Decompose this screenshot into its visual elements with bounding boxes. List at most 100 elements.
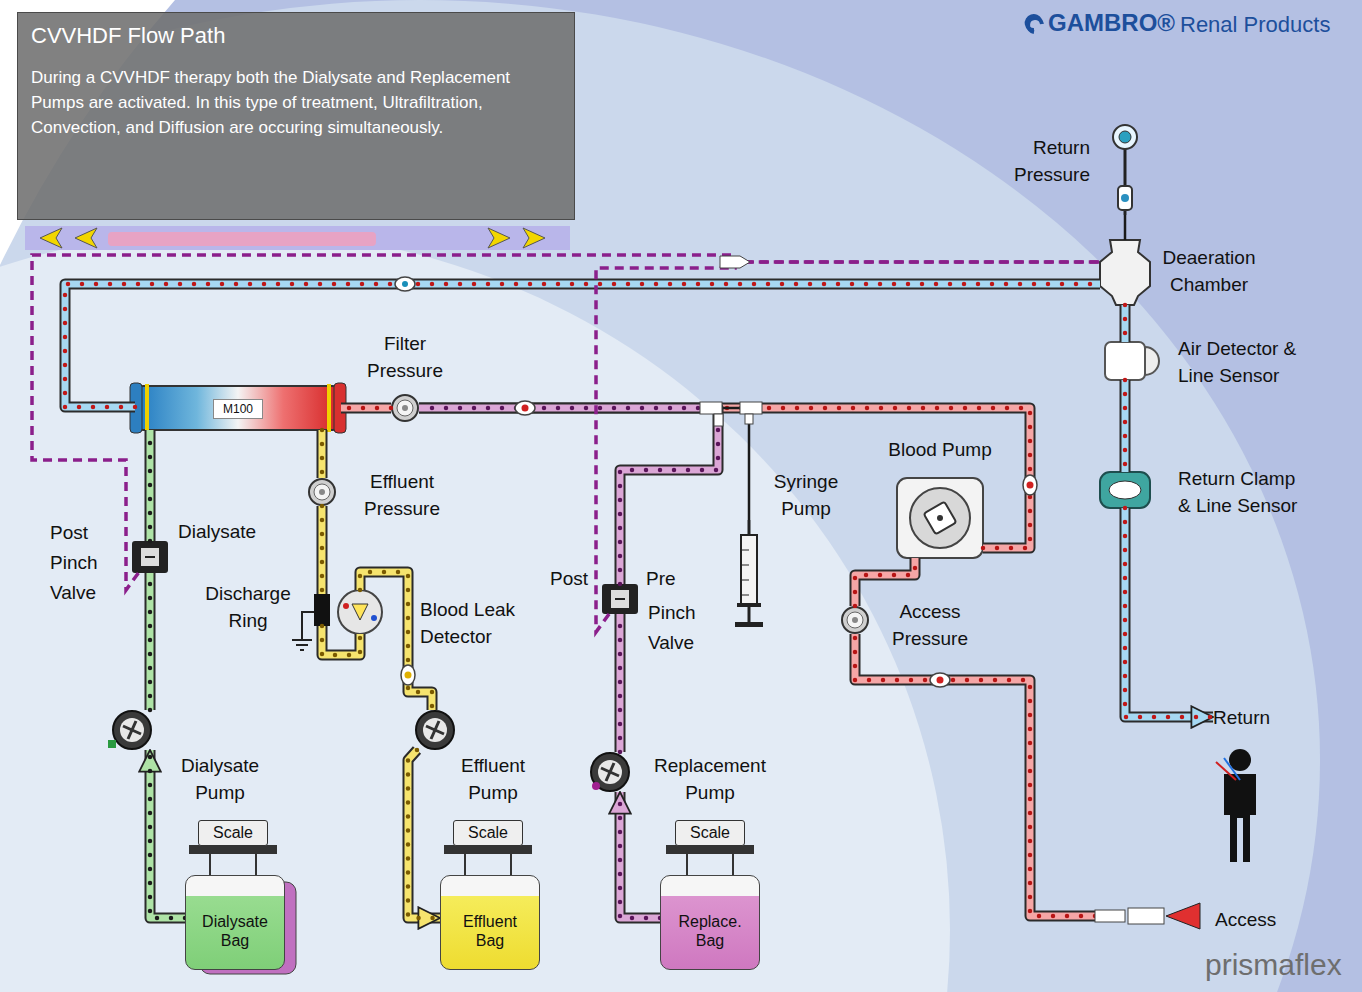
pressure-pod: Effluent Pressure <box>308 478 336 506</box>
node-text: Post Pinch Valve <box>50 518 120 608</box>
tubing <box>855 634 1095 916</box>
node-text: Return Pressure <box>990 134 1090 188</box>
tubing <box>341 408 391 409</box>
flow-dots <box>148 430 153 541</box>
filter-cartridge <box>327 384 331 432</box>
pinch-valve <box>141 548 159 566</box>
line-clamp <box>937 677 944 684</box>
pinch-valve <box>602 584 638 614</box>
scale-hanger <box>190 846 753 876</box>
nav-band <box>25 226 570 250</box>
luer-connector <box>720 256 750 268</box>
t-junction <box>700 402 762 426</box>
patient-figure <box>1229 749 1251 771</box>
syringe <box>735 520 763 627</box>
line-clamp <box>395 277 1037 687</box>
line-clamp <box>1027 482 1034 489</box>
tube-line <box>147 573 154 710</box>
flow-dots <box>419 408 718 584</box>
luer-connector <box>720 256 750 268</box>
pressure-pod <box>847 612 863 628</box>
node-text: Replacement Pump <box>645 752 775 806</box>
flow-dots <box>1123 305 1128 342</box>
patient-figure <box>1216 749 1256 862</box>
tube-line <box>147 430 154 541</box>
tube-line <box>855 634 1095 916</box>
tube-outline <box>1125 508 1213 717</box>
tube-line <box>419 408 718 584</box>
node-text: Effluent Bag <box>453 912 527 950</box>
filter-cartridge <box>145 384 149 432</box>
node-text: Scale <box>213 823 253 843</box>
pressure-pod <box>852 617 858 623</box>
blood-pump <box>937 515 943 521</box>
syringe <box>737 603 761 607</box>
deaeration-chamber: Deaeration Chamber <box>1100 240 1150 305</box>
patient-figure <box>1224 774 1256 862</box>
tube-line <box>319 430 326 478</box>
node-text: Return Clamp & Line Sensor <box>1178 465 1306 519</box>
thin-line <box>1124 215 1127 240</box>
tubing <box>1125 380 1126 472</box>
air-detector: Air Detector & Line Sensor <box>1105 342 1145 380</box>
node-text: Air Detector & Line Sensor <box>1178 335 1302 389</box>
fluid-bag: Effluent Bag <box>440 875 540 970</box>
access-port: Access <box>1095 905 1205 927</box>
roller-pump <box>423 718 447 742</box>
pinch-valve <box>611 590 629 608</box>
return-clamp: Return Clamp & Line Sensor <box>1100 472 1150 508</box>
syringe <box>741 535 757 605</box>
flow-dots <box>148 573 153 710</box>
blood-pump <box>910 488 970 548</box>
roller-pump <box>426 721 444 739</box>
scale-box: Scale <box>198 820 268 846</box>
node-text: Blood Leak Detector <box>420 596 532 650</box>
node-text: M100 <box>213 399 263 419</box>
syringe <box>748 520 751 535</box>
scale-hanger <box>732 853 734 876</box>
flow-dots <box>855 634 1095 916</box>
blood-leak-detector <box>338 590 382 634</box>
tube-line <box>617 614 624 752</box>
tube-outline <box>317 430 328 478</box>
pinch-valve: Post Pinch Valve <box>132 541 168 573</box>
blood-leak-detector <box>371 615 377 621</box>
flow-dots <box>1125 508 1213 717</box>
tube-line <box>341 405 391 412</box>
product-name: prismaflex <box>1205 948 1342 982</box>
scale-box: Scale <box>453 820 523 846</box>
node-text: Post <box>538 565 588 592</box>
node-text: Dialysate Bag <box>198 912 272 950</box>
tube-outline <box>65 284 1100 407</box>
tube-outline <box>322 626 360 655</box>
syringe <box>741 550 749 595</box>
roller-pump: Effluent Pump <box>415 710 455 750</box>
line-clamp <box>401 665 415 685</box>
blood-pump <box>897 478 983 558</box>
access-connector <box>1166 903 1200 929</box>
flow-dots <box>322 626 360 655</box>
line-clamp <box>515 401 535 415</box>
tubing <box>596 262 1100 632</box>
tubing <box>150 430 151 541</box>
tube-outline <box>1120 380 1131 472</box>
access-connector <box>1128 908 1164 924</box>
pressure-pod <box>402 405 408 411</box>
tubing <box>620 792 660 918</box>
pinch-valve <box>132 541 168 573</box>
line-clamp <box>402 281 408 287</box>
info-panel: CVVHDF Flow PathDuring a CVVHDF therapy … <box>17 12 575 220</box>
scale-hanger <box>667 846 753 853</box>
pressure-pod <box>392 395 418 421</box>
tube-line <box>419 408 1030 548</box>
node-text: Discharge Ring <box>198 580 298 634</box>
flow-dots <box>320 430 325 478</box>
line-clamp <box>405 672 412 679</box>
discharge-ring <box>292 612 314 650</box>
pressure-pod: Filter Pressure <box>391 394 419 422</box>
roller-pump <box>591 753 629 791</box>
tubing <box>322 430 323 478</box>
blood-pump: Blood Pump <box>897 478 983 558</box>
line-clamp <box>395 277 415 291</box>
